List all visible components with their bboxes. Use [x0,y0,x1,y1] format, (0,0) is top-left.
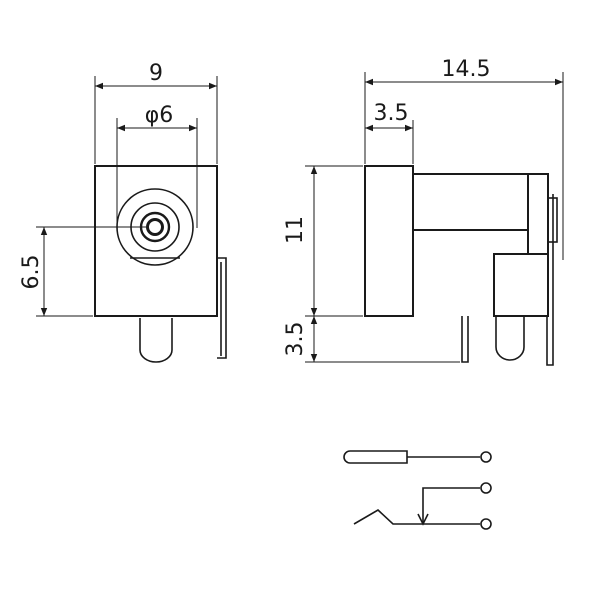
dim-6-5-label: 6.5 [19,255,44,290]
schematic-terminal-3 [480,518,492,530]
front-side-lug [217,257,227,359]
dim-9-label: 9 [149,61,163,86]
dim-11-label: 11 [283,216,308,244]
schematic-tip-contact [353,509,480,525]
dim-3-5-v-label: 3.5 [283,322,308,357]
front-center-pin [139,318,173,363]
side-rear-flange [527,173,549,255]
front-jack-hole-center [149,221,161,233]
front-view: 9 φ6 6.5 [19,61,227,363]
schematic-switch-arm [422,487,480,523]
dim-dia-label: φ6 [145,103,174,128]
side-lower-bracket [493,253,549,317]
dim-14-5-label: 14.5 [442,57,491,82]
side-small-pin [461,316,469,363]
schematic-terminal-2 [480,482,492,494]
schematic-terminal-1 [480,451,492,463]
schematic-plug [343,450,408,464]
side-view: 14.5 3.5 11 3.5 [283,57,564,366]
dim-3-5-h-label: 3.5 [374,101,409,126]
side-lower-pin [495,300,525,361]
side-body [364,165,414,317]
side-upper-sleeve [411,173,529,231]
schematic-symbol [343,450,492,530]
